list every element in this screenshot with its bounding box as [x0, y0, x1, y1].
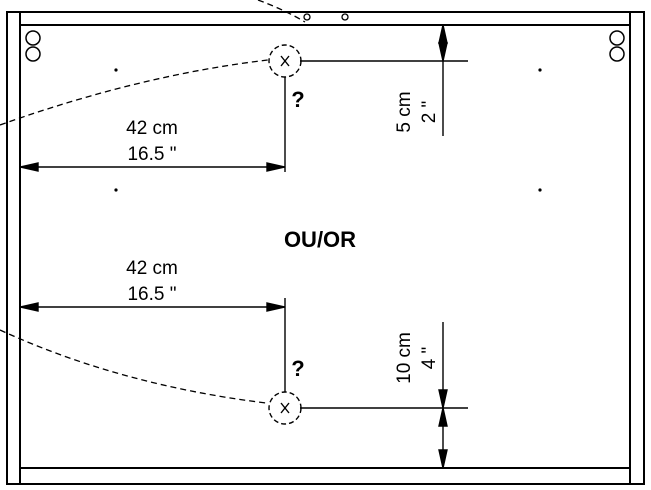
upper-screw-location-icon: [268, 44, 302, 78]
upper-horizontal-dimension: [19, 77, 286, 172]
upper-horizontal-metric-label: 42 cm: [126, 118, 178, 139]
reference-dots: [114, 68, 542, 192]
upper-vertical-imperial-label: 2 ": [419, 101, 440, 124]
lower-horizontal-imperial-label: 16.5 ": [127, 284, 176, 305]
top-edge-holes: [303, 13, 349, 21]
upper-horizontal-imperial-label: 16.5 ": [127, 144, 176, 165]
lower-vertical-metric-label: 10 cm: [394, 332, 415, 384]
upper-vertical-metric-label: 5 cm: [394, 91, 415, 132]
lower-vertical-dimension: [300, 322, 468, 469]
lower-horizontal-metric-label: 42 cm: [126, 258, 178, 279]
cabinet-frame: [6, 11, 645, 485]
lower-horizontal-dimension: [19, 298, 286, 392]
alternative-label: OU/OR: [284, 227, 356, 252]
leader-lines: [0, 0, 306, 404]
lower-screw-location-icon: [268, 391, 302, 425]
top-left-hole-icons: [25, 30, 41, 62]
lower-question-mark: ?: [291, 356, 304, 381]
upper-vertical-dimension: [300, 24, 468, 136]
lower-vertical-imperial-label: 4 ": [419, 347, 440, 370]
upper-question-mark: ?: [291, 87, 304, 112]
top-right-hole-icons: [609, 30, 625, 62]
